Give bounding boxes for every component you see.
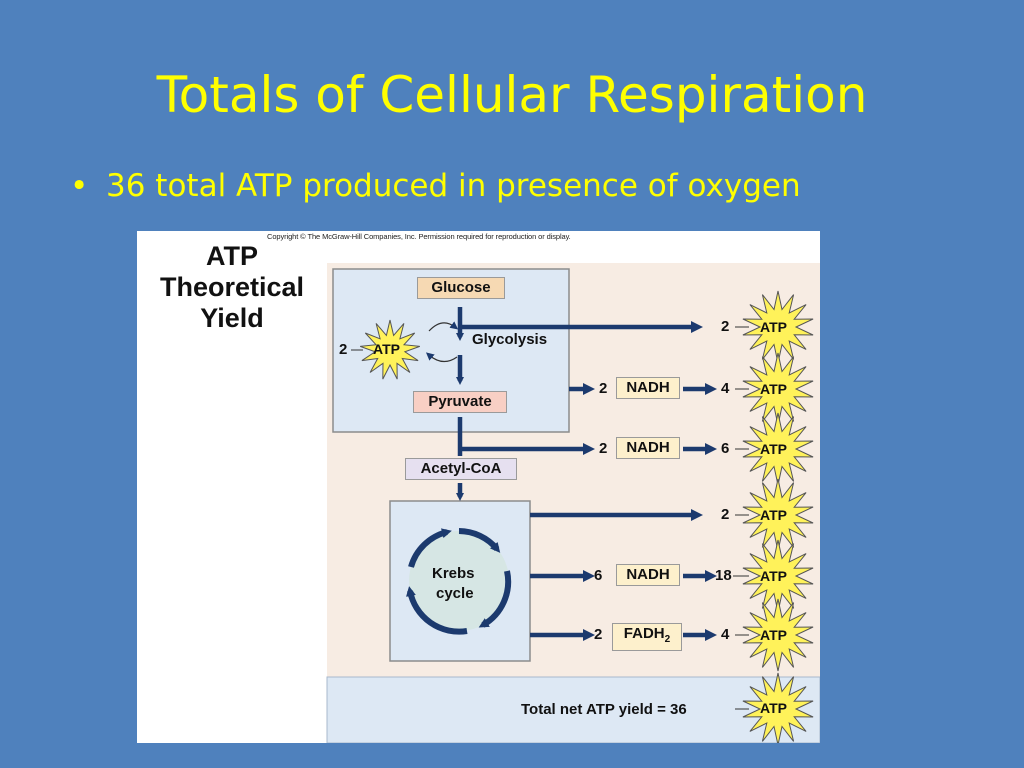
glucose-box: Glucose (417, 277, 505, 299)
krebs-cycle-arc-1 (458, 528, 501, 553)
bullet-text: 36 total ATP produced in presence of oxy… (106, 168, 801, 204)
fadh-subscript: 2 (664, 634, 671, 645)
krebs-cycle-arc-2 (478, 570, 512, 628)
yield-atp-count-glycolysis: 2 (721, 318, 730, 335)
title-line-2: Theoretical (159, 272, 305, 302)
fadh-count-krebs: 2 (594, 626, 603, 643)
figure-graphics (326, 263, 820, 743)
investment-curve-top (428, 321, 459, 332)
krebs-label-line-2: cycle (436, 585, 474, 602)
krebs-circle-fill (409, 531, 509, 631)
glycolysis-investment-atp: ATP (373, 341, 400, 357)
atp-star-total (742, 672, 814, 743)
nadh-box-acetyl: NADH (616, 437, 680, 459)
yield-atp-count-nadh2: 6 (721, 440, 730, 457)
total-atp-star-label: ATP (760, 700, 787, 716)
total-net-atp-label: Total net ATP yield = 36 (521, 701, 687, 718)
glycolysis-label: Glycolysis (472, 331, 548, 348)
copyright-notice: Copyright © The McGraw-Hill Companies, I… (267, 232, 571, 241)
glycolysis-investment-count: 2 (339, 341, 348, 358)
bullet-dot: • (70, 168, 89, 204)
yield-atp-count-nadh1: 4 (721, 380, 730, 397)
yield-atp-label-nadh1: ATP (760, 381, 787, 397)
atp-connectors (351, 326, 749, 710)
yield-atp-label-nadh2: ATP (760, 441, 787, 457)
yield-atp-count-krebs: 2 (721, 506, 730, 523)
nadh-count-krebs: 6 (594, 567, 603, 584)
nadh-box-glycolysis: NADH (616, 377, 680, 399)
pyruvate-box: Pyruvate (413, 391, 507, 413)
atp-yield-title: ATP Theoretical Yield (137, 241, 327, 334)
yield-atp-label-fadh: ATP (760, 627, 787, 643)
yield-atp-label-krebs: ATP (760, 507, 787, 523)
nadh-box-krebs: NADH (616, 564, 680, 586)
investment-curve-bottom (425, 352, 458, 363)
atp-stars (360, 290, 814, 743)
yield-atp-count-nadh3: 18 (715, 567, 732, 584)
atp-star-investment (360, 319, 420, 380)
fadh-label: FADH (623, 625, 665, 642)
atp-yield-figure: Copyright © The McGraw-Hill Companies, I… (137, 231, 820, 743)
fadh-box-krebs: FADH2 (612, 623, 682, 651)
krebs-cycle-arc-4 (408, 528, 452, 568)
slide-title: Totals of Cellular Respiration (156, 66, 868, 124)
krebs-cycle-arc-3 (406, 586, 468, 635)
atp-star-fadh (742, 598, 814, 672)
krebs-label-line-1: Krebs (432, 565, 475, 582)
total-region (326, 676, 820, 743)
yield-atp-count-fadh: 4 (721, 626, 730, 643)
acetyl-coa-box: Acetyl-CoA (405, 458, 517, 480)
title-line-1: ATP (206, 241, 258, 271)
yield-atp-label-nadh3: ATP (760, 568, 787, 584)
nadh-count-glycolysis: 2 (599, 380, 608, 397)
nadh-count-acetyl: 2 (599, 440, 608, 457)
yield-atp-label-glycolysis: ATP (760, 319, 787, 335)
title-line-3: Yield (200, 303, 264, 333)
bullet-point: • 36 total ATP produced in presence of ox… (70, 164, 801, 208)
